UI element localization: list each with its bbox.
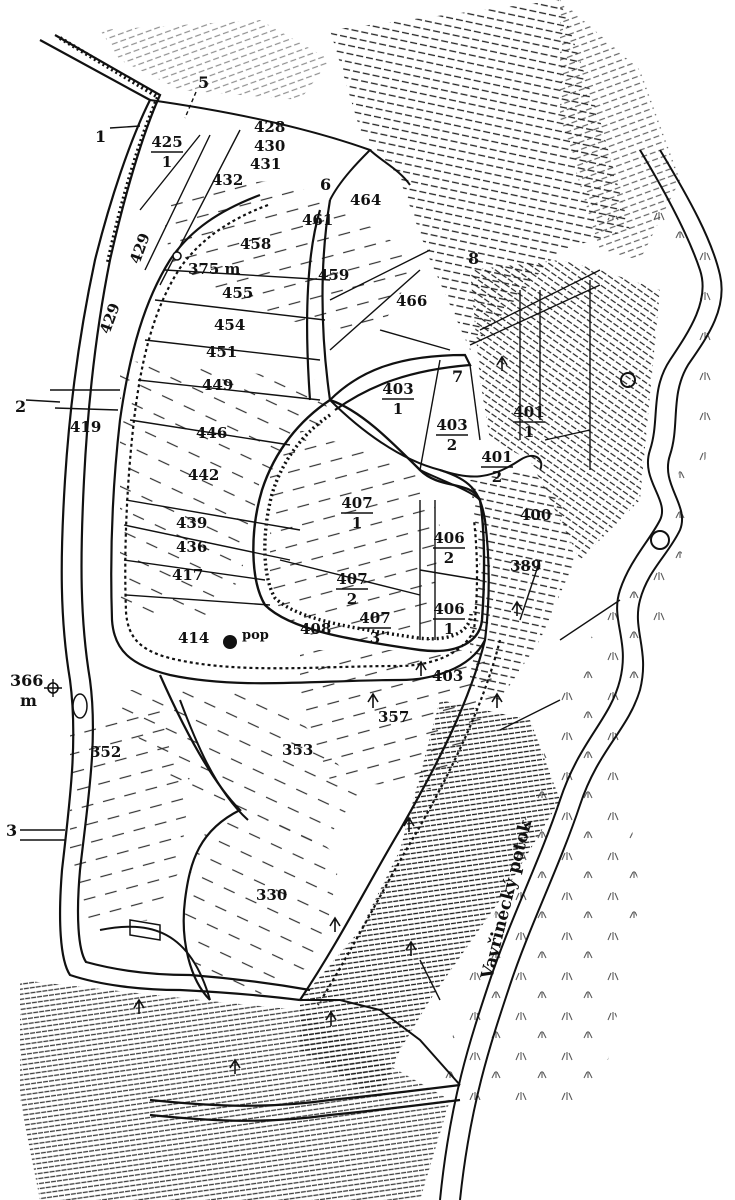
fraction-label: 403 1 [382,380,414,418]
parcel-labels: 428 430 431 432 458 461 464 459 466 429 … [70,118,551,904]
meadow-symbols [440,200,720,1100]
oval-feature [72,693,88,719]
outer-rampart [39,34,311,1002]
fraction-parcel-labels: 425 1 403 1 403 2 401 1 401 2 407 1 [151,133,545,647]
fraction-label: 401 2 [481,448,513,486]
parcel-label: 400 [520,506,551,524]
parcel-label: 466 [396,292,427,310]
parcel-label: 389 [510,557,541,575]
fraction-label: 407 2 [336,570,368,608]
parcel-label: 461 [302,211,333,229]
poi-label: pop [242,628,269,643]
svg-text:407: 407 [359,609,390,627]
parcel-label: 442 [188,466,219,484]
parcel-label: 432 [212,171,243,189]
svg-text:2: 2 [447,436,457,454]
parcel-label: 458 [240,235,271,253]
svg-text:407: 407 [341,494,372,512]
profile-marker-8: 8 [468,249,479,268]
fraction-label: 407 1 [341,494,373,532]
forest-symbols [133,355,523,1074]
stream [439,149,723,1200]
profile-marker-1: 1 [95,127,106,146]
parcel-label: 330 [256,886,287,904]
poi-dot-icon [223,635,237,649]
svg-text:401: 401 [481,448,512,466]
svg-text:3: 3 [370,629,380,647]
svg-text:407: 407 [336,570,367,588]
fraction-label: 403 2 [436,416,468,454]
svg-text:403: 403 [436,416,467,434]
parcel-label: 353 [282,741,313,759]
parcel-label: 464 [350,191,381,209]
parcel-label: 414 [178,629,209,647]
fraction-label: 406 1 [433,600,465,638]
west-elevation-unit: m [20,691,37,710]
fraction-label: 401 1 [513,403,545,441]
svg-text:1: 1 [524,423,534,441]
parcel-label: 408 [300,620,331,638]
fraction-label: 406 2 [433,529,465,567]
parcel-label: 352 [90,743,121,761]
parcel-label: 455 [222,284,253,302]
parcel-label: 439 [176,514,207,532]
parcel-boundaries [20,129,621,1001]
svg-text:1: 1 [393,400,403,418]
parcel-label: 446 [196,424,227,442]
svg-text:2: 2 [444,549,454,567]
parcel-label: 403 [432,667,463,685]
svg-text:406: 406 [433,529,464,547]
parcel-label: 429 [96,301,124,337]
point-markers [44,251,237,719]
svg-text:425: 425 [151,133,182,151]
summit-elevation-label: 375 m [188,260,241,278]
parcel-label: 428 [254,118,285,136]
summit-point-icon [172,251,182,261]
svg-text:403: 403 [382,380,413,398]
profile-marker-6: 6 [320,175,331,194]
parcel-label: 417 [172,566,203,584]
parcel-label: 430 [254,137,285,155]
inner-rampart [99,99,543,1122]
svg-text:401: 401 [513,403,544,421]
profile-markers: 1 2 3 5 6 7 8 [6,73,479,840]
svg-text:1: 1 [444,620,454,638]
svg-text:1: 1 [352,514,362,532]
profile-marker-7: 7 [452,367,463,386]
parcel-label: 459 [318,266,349,284]
svg-text:2: 2 [347,590,357,608]
parcel-label: 419 [70,418,101,436]
svg-text:406: 406 [433,600,464,618]
profile-marker-2: 2 [15,397,26,416]
terrain-hatching [20,0,680,1200]
fraction-label: 425 1 [151,133,183,171]
west-elevation-value: 366 [10,671,43,690]
parcel-label: 451 [206,343,237,361]
profile-marker-5: 5 [198,73,209,92]
parcel-label: 436 [176,538,207,556]
svg-text:1: 1 [162,153,172,171]
parcel-label: 449 [202,376,233,394]
parcel-label: 357 [378,708,409,726]
parcel-label: 431 [250,155,281,173]
svg-text:2: 2 [492,468,502,486]
fraction-label: 407 3 [359,609,391,647]
parcel-label: 454 [214,316,245,334]
profile-marker-3: 3 [6,821,17,840]
elevation-labels: 375 m 366 m pop [10,260,269,710]
